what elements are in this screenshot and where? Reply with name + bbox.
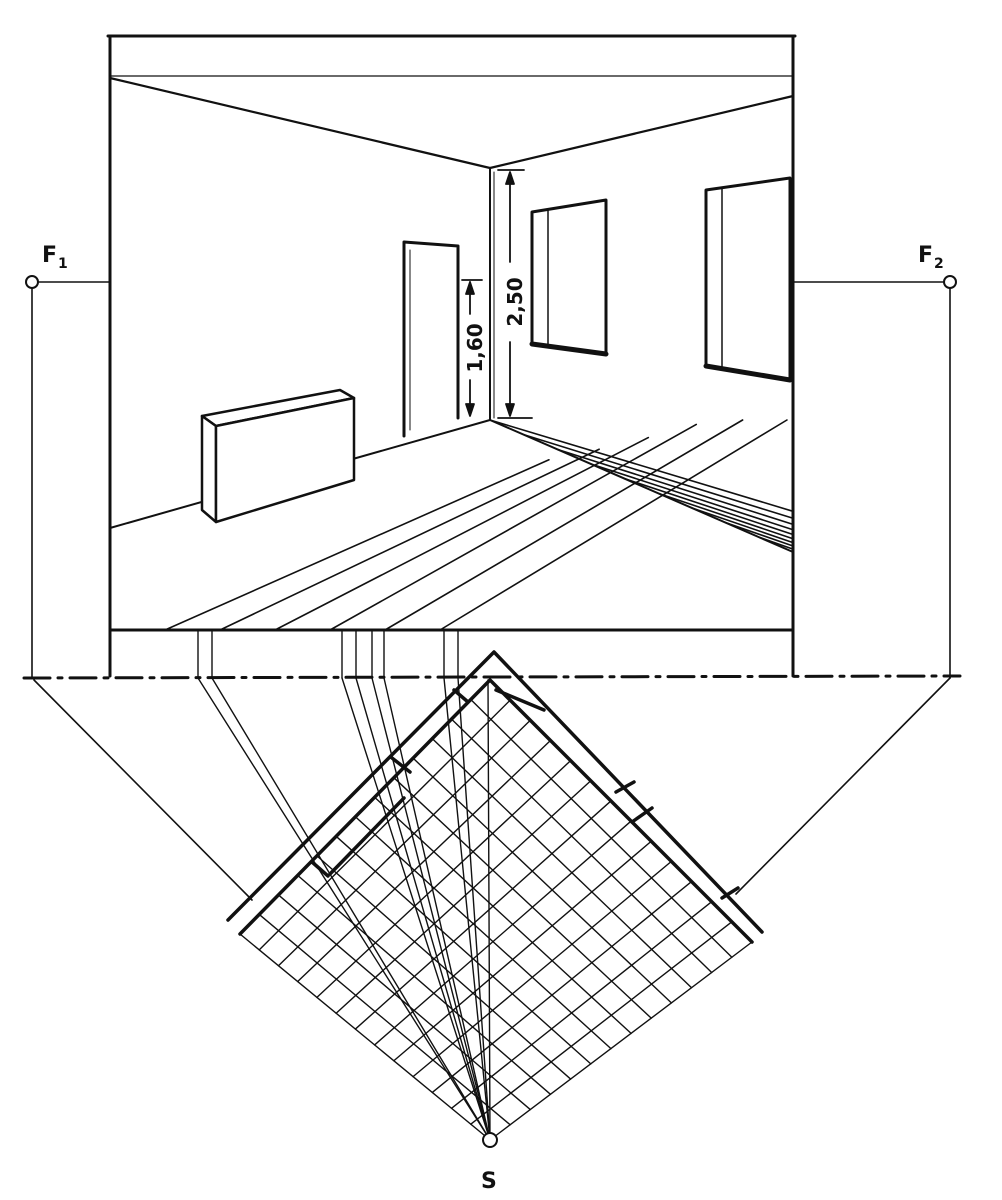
plan-walls [226,650,764,944]
construction-line [758,536,794,550]
construction-line [470,921,733,1125]
construction-line [258,699,511,951]
construction-line [489,941,753,1141]
sight-rays [197,677,491,1141]
construction-line [219,448,600,631]
construction-line [384,419,744,631]
construction-line [487,679,491,1141]
construction-line [450,718,713,974]
construction-line [341,677,491,1141]
construction-line [383,677,491,1141]
construction-line [450,900,713,1110]
plan-tile-grid [239,679,753,1141]
construction-line [239,933,491,1141]
construction-line [355,677,491,1141]
construction-line [277,894,532,1111]
radiator-box [200,388,356,524]
window-left [529,198,609,357]
construction-line [296,874,552,1096]
construction-line [443,677,491,1141]
construction-line [373,796,632,1035]
construction-line [274,436,650,631]
construction-line [393,840,652,1062]
station-point-s [482,1132,498,1148]
construction-line [316,759,572,999]
vanishing-point-f1 [25,275,39,289]
plan-windows [452,688,740,900]
construction-line [371,677,491,1141]
construction-line [470,698,733,958]
construction-line [431,880,693,1094]
label-f1: F [42,243,57,268]
construction-line [590,463,794,531]
dimension-door-height [461,279,483,417]
picture-plane-line [22,674,962,680]
construction-line [431,737,693,989]
construction-line [258,913,511,1126]
construction-line [412,860,673,1078]
construction-line [522,433,794,520]
construction-line [657,492,794,540]
plan-door [310,756,412,878]
label-f1-subscript: 1 [58,256,68,272]
room-ceiling [108,76,795,421]
label-f2: F [918,243,933,268]
dimension-total-height [497,169,533,419]
construction-line [164,458,550,631]
construction-line [457,677,491,1141]
label-f2-subscript: 2 [934,256,944,272]
vanishing-point-f2 [943,275,957,289]
construction-line [329,423,698,631]
vanishing-point-lines [31,281,951,679]
construction-line [489,419,794,513]
construction-line [439,419,788,631]
construction-line [316,855,572,1080]
label-s: S [481,1169,497,1194]
construction-line [197,677,491,1141]
construction-line [691,507,794,544]
construction-line [393,776,652,1019]
window-right [703,176,793,383]
projection-lines [197,629,459,679]
construction-line [373,820,632,1046]
construction-line [335,835,592,1065]
construction-line [335,780,592,1014]
dimension-label-door: 1,60 [463,323,487,372]
dimension-label-total: 2,50 [503,277,527,326]
door [402,240,460,438]
floor-tile-grid [164,419,794,631]
construction-line [354,800,612,1030]
construction-line [724,521,794,547]
construction-line [354,816,612,1050]
picture-frame [106,34,797,678]
construction-line [211,677,491,1141]
construction-line [296,739,552,983]
construction-line [623,477,794,536]
station-construction [33,677,951,901]
